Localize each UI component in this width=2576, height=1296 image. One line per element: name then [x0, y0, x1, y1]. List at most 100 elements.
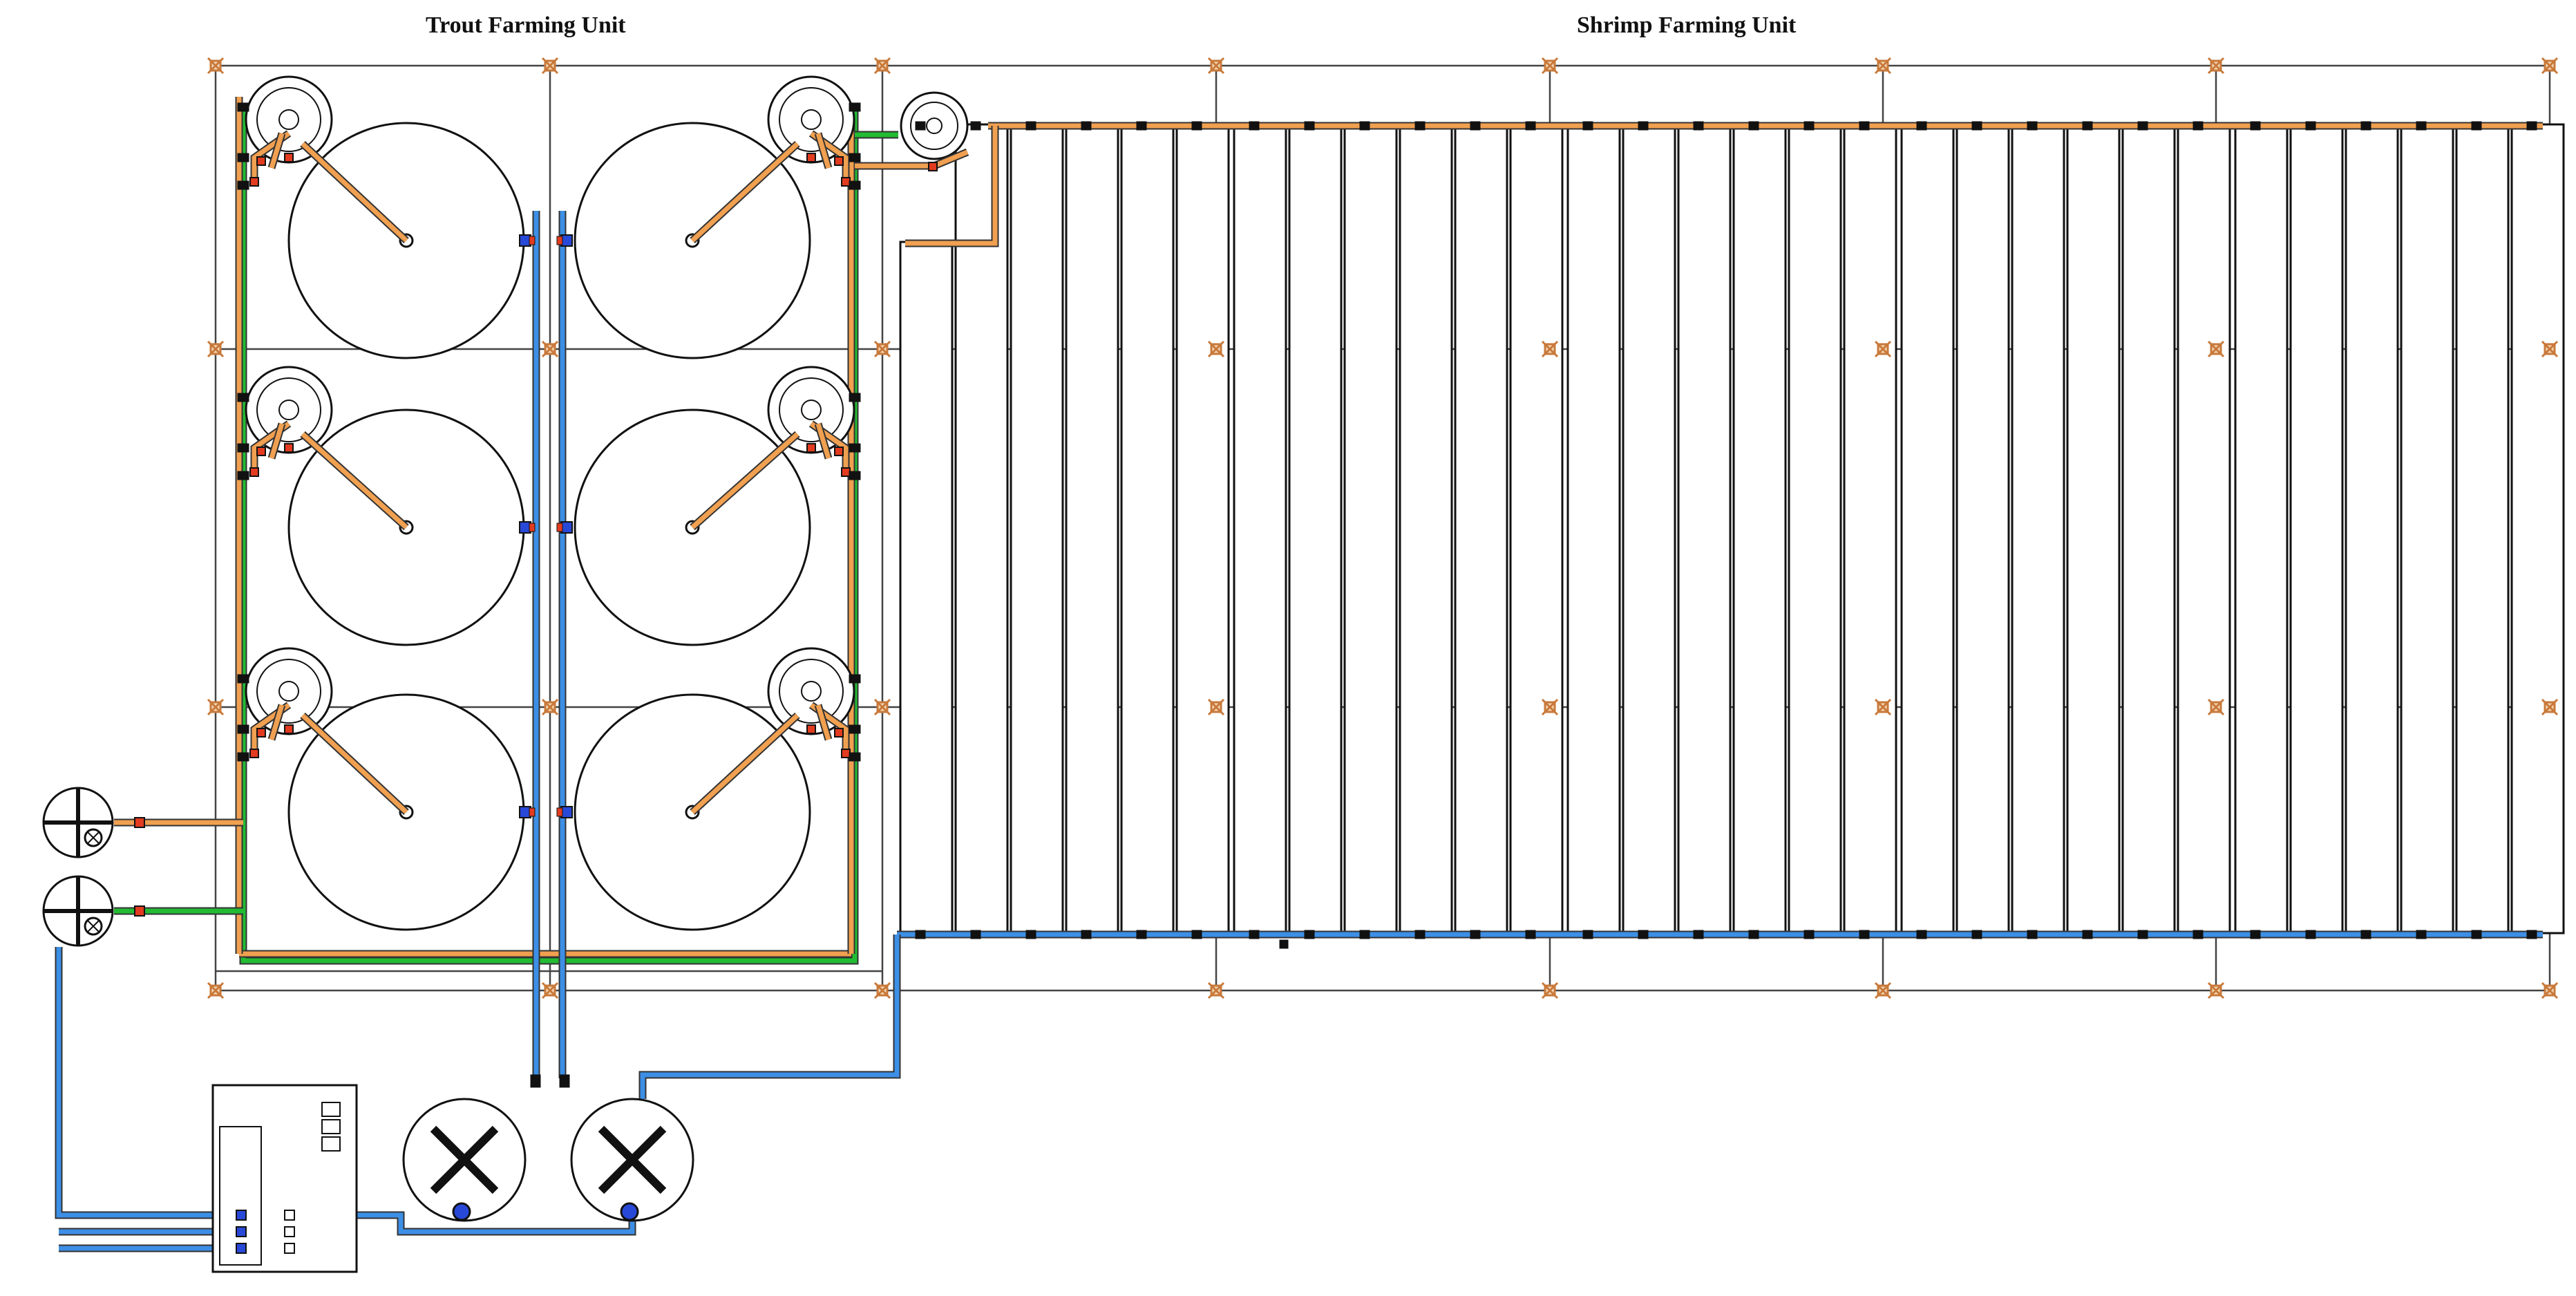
separator-branch-pipe-fill [269, 132, 285, 169]
raceway-inlet [2027, 121, 2038, 131]
pipe-fitting [849, 443, 861, 453]
column-marker [1541, 340, 1559, 358]
column-marker-cross [541, 982, 559, 999]
raceway-outlet [2250, 930, 2261, 939]
shrimp-raceway [2177, 123, 2231, 935]
raceway-inlet [1249, 121, 1260, 131]
shrimp-raceway [2289, 123, 2344, 935]
raceway-outline [1955, 123, 2010, 935]
column-marker [2541, 698, 2559, 716]
raceway-outlet [1136, 930, 1147, 939]
separator-inner [910, 102, 958, 150]
column-marker-cross [1541, 340, 1559, 358]
column-marker-cross [873, 982, 891, 999]
inlet-valve-red [556, 523, 563, 532]
pump-valve-b [284, 1226, 295, 1237]
column-marker-cross [2207, 57, 2225, 75]
shrimp-raceway [2400, 123, 2454, 935]
column-marker-cross [873, 698, 891, 716]
raceway-inlet [2526, 121, 2537, 131]
raceway-outline [1900, 123, 1955, 935]
check-valve [256, 156, 266, 166]
column-marker [541, 57, 559, 75]
separator-inner [256, 659, 321, 724]
inlet-valve-red [556, 807, 563, 817]
shrimp-raceway [1010, 123, 1064, 935]
separator-branch-pipe [267, 704, 286, 741]
column-marker [207, 57, 225, 75]
raceway-outlet [1081, 930, 1092, 939]
raceway-outline [2455, 123, 2510, 935]
column-marker-cross [873, 57, 891, 75]
raceway-outlet [915, 930, 926, 939]
panel-switch [321, 1119, 341, 1134]
column-marker-cross [1207, 982, 1225, 999]
raceway-outline [1399, 123, 1453, 935]
column-marker [1207, 982, 1225, 999]
shrimp-raceway [1677, 123, 1732, 935]
raceway-inlet [2416, 121, 2427, 131]
filter-unit-lower [42, 875, 114, 947]
check-valve [249, 467, 259, 477]
filter-port-x [87, 832, 100, 844]
column-marker-cross [1874, 982, 1892, 999]
shrimp-raceway [1732, 123, 1787, 935]
column-marker-cross [2541, 982, 2559, 999]
raceway-inlet [2250, 121, 2261, 131]
pipe-fitting [237, 153, 249, 162]
raceway-outlet [1693, 930, 1704, 939]
swirl-separator [767, 75, 855, 164]
tank-to-separator-pipe [300, 712, 409, 816]
shrimp-return-to-tank-fill [640, 935, 900, 1099]
column-marker-cross [1874, 698, 1892, 716]
pipe-fitting [237, 752, 249, 762]
raceway-outline [1566, 123, 1621, 935]
column-marker [2207, 340, 2225, 358]
raceway-outlet [1582, 930, 1593, 939]
equipment [42, 102, 2537, 1273]
separator-core [278, 109, 299, 130]
raceway-outlet [970, 930, 981, 939]
pipe-fitting [237, 674, 249, 684]
separator-branch-pipe-fill [815, 422, 831, 460]
raceway-outline [1010, 123, 1064, 935]
shrimp-raceway [1065, 123, 1119, 935]
raceway-outlet [1191, 930, 1202, 939]
separator-core [801, 400, 822, 420]
pipe-fitting [849, 153, 861, 162]
raceway-outline [2011, 123, 2065, 935]
raceway-outlet [2193, 930, 2204, 939]
column-marker [873, 340, 891, 358]
raceway-outline [2400, 123, 2454, 935]
pipe-fitting [849, 180, 861, 190]
check-valve [834, 156, 844, 166]
raceway-outlet [2137, 930, 2148, 939]
raceway-outline [1788, 123, 1842, 935]
pipe-fitting [849, 102, 861, 112]
column-marker-cross [207, 57, 225, 75]
raceway-inlet [1638, 121, 1649, 131]
storage-tank-outlet [620, 1202, 639, 1221]
shrimp-raceway [1566, 123, 1621, 935]
raceway-outline [1843, 123, 1897, 935]
tank-inlet-fitting [559, 1074, 570, 1088]
check-valve [256, 728, 266, 738]
shrimp-raceway [1343, 123, 1398, 935]
separator-inner [256, 377, 321, 442]
raceway-outline [899, 241, 954, 935]
check-valve [249, 749, 259, 758]
raceway-outlet [1803, 930, 1815, 939]
column-marker-cross [207, 340, 225, 358]
raceway-inlet [1359, 121, 1370, 131]
column-marker [207, 982, 225, 999]
raceway-outlet [2082, 930, 2093, 939]
shrimp-raceway [2011, 123, 2065, 935]
separator-branch-pipe [267, 132, 286, 169]
raceway-inlet [1025, 121, 1036, 131]
shrimp-orange-drop-fill [905, 126, 998, 246]
shrimp-raceway [1120, 123, 1175, 935]
shrimp-separator [900, 91, 969, 160]
raceway-outlet [2471, 930, 2482, 939]
separator-core [278, 681, 299, 702]
separator-core [278, 400, 299, 420]
